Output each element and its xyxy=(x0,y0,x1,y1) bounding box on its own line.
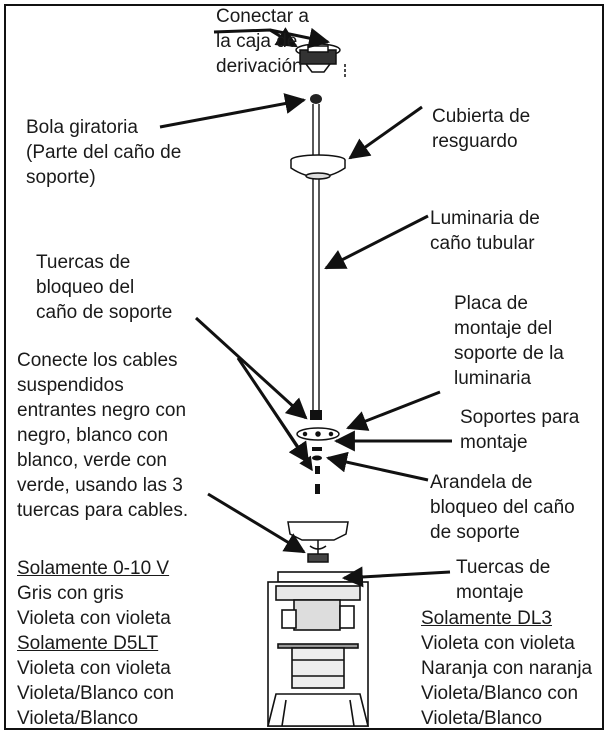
support-stem xyxy=(312,104,320,418)
wiring-d5lt-lines: Violeta con violeta Violeta/Blanco con V… xyxy=(17,658,175,729)
wiring-dl3-title: Solamente DL3 xyxy=(421,608,552,629)
stem-lock-nut xyxy=(310,410,322,420)
arrow-mount-nuts xyxy=(341,566,451,588)
label-pendant: Luminaria de caño tubular xyxy=(430,208,540,254)
arrow-mount-plate xyxy=(346,390,441,431)
wiring-010v-lines: Gris con gris Violeta con violeta xyxy=(17,583,171,629)
wiring-dl3-lines: Violeta con violeta Naranja con naranja … xyxy=(421,633,593,729)
leader-arrows xyxy=(159,27,452,588)
label-canopy: Cubierta de resguardo xyxy=(432,106,531,152)
label-connect-wires: Conecte los cables suspendidos entrantes… xyxy=(17,350,189,521)
label-mount-plate: Placa de montaje del soporte de la lumin… xyxy=(454,293,564,389)
wiring-010v-title: Solamente 0-10 V xyxy=(17,558,170,579)
arrow-connect-wires-3 xyxy=(207,492,306,554)
diagram-frame xyxy=(4,4,604,730)
arrow-lock-nuts xyxy=(194,316,308,420)
label-brackets: Soportes para montaje xyxy=(460,407,580,453)
arrow-pendant xyxy=(324,214,429,270)
arrow-lock-washer xyxy=(325,451,429,482)
canopy-cover xyxy=(290,154,346,180)
arrow-swivel-ball xyxy=(159,93,307,129)
label-junction-box: Conectar a la caja de derivación xyxy=(216,6,309,77)
mounting-plate xyxy=(296,427,340,441)
swivel-ball xyxy=(310,94,322,104)
label-mount-nuts: Tuercas de montaje xyxy=(456,557,551,603)
label-lock-nuts: Tuercas de bloqueo del caño de soporte xyxy=(36,252,173,323)
lock-washer xyxy=(312,447,322,494)
wiring-d5lt-title: Solamente D5LT xyxy=(17,633,159,654)
label-lock-washer: Arandela de bloqueo del caño de soporte xyxy=(430,472,575,543)
arrow-connect-wires-2 xyxy=(237,357,313,472)
fixture-body xyxy=(266,571,370,727)
fixture-top-cap xyxy=(287,521,349,563)
label-swivel-ball: Bola giratoria (Parte del caño de soport… xyxy=(26,117,182,188)
arrow-junction-box-2 xyxy=(269,27,331,49)
arrow-canopy xyxy=(348,105,423,160)
